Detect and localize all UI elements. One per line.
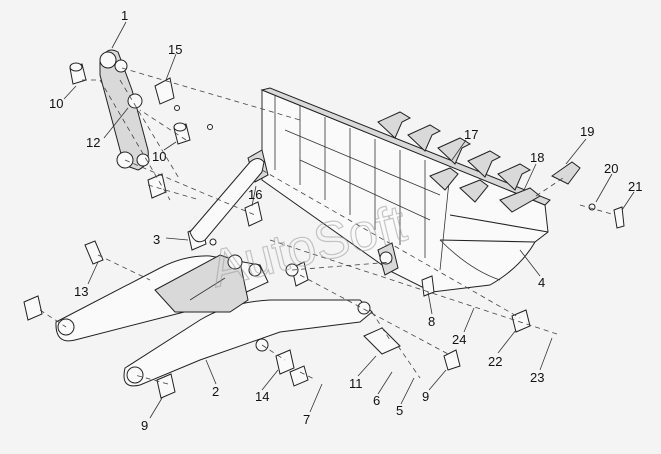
callout-13: 13 (74, 284, 88, 299)
callout-4: 4 (538, 275, 545, 290)
callout-10: 10 (49, 96, 63, 111)
bushings (69, 62, 191, 145)
callout-12: 12 (86, 135, 100, 150)
callout-11: 11 (349, 376, 363, 391)
assembly-lines (39, 67, 616, 385)
upper-link (99, 49, 150, 171)
callout-9-right: 9 (422, 389, 429, 404)
callout-19: 19 (580, 124, 594, 139)
callout-18: 18 (530, 150, 544, 165)
tooth-pin-and-washer (588, 203, 625, 229)
side-cutter-and-tooth (499, 161, 581, 213)
callout-5: 5 (396, 403, 403, 418)
pin-15 (154, 77, 213, 130)
callout-8: 8 (428, 314, 435, 329)
callout-9: 9 (141, 418, 148, 433)
callout-10-lower: 10 (152, 149, 166, 164)
callout-2: 2 (212, 384, 219, 399)
callout-16: 16 (248, 187, 262, 202)
callout-24: 24 (452, 332, 466, 347)
bucket-teeth (377, 111, 532, 203)
callout-3: 3 (153, 232, 160, 247)
callout-22: 22 (488, 354, 502, 369)
callout-15: 15 (168, 42, 182, 57)
callout-7: 7 (303, 412, 310, 427)
callout-labels: 1 15 10 12 10 16 3 13 17 19 18 20 21 4 8… (49, 8, 642, 433)
callout-21: 21 (628, 179, 642, 194)
callout-14: 14 (255, 389, 269, 404)
callout-23: 23 (530, 370, 544, 385)
lift-arm-assembly (55, 158, 373, 387)
callout-6: 6 (373, 393, 380, 408)
callout-1: 1 (121, 8, 128, 23)
leader-lines (63, 21, 635, 419)
callout-20: 20 (604, 161, 618, 176)
callout-17: 17 (464, 127, 478, 142)
